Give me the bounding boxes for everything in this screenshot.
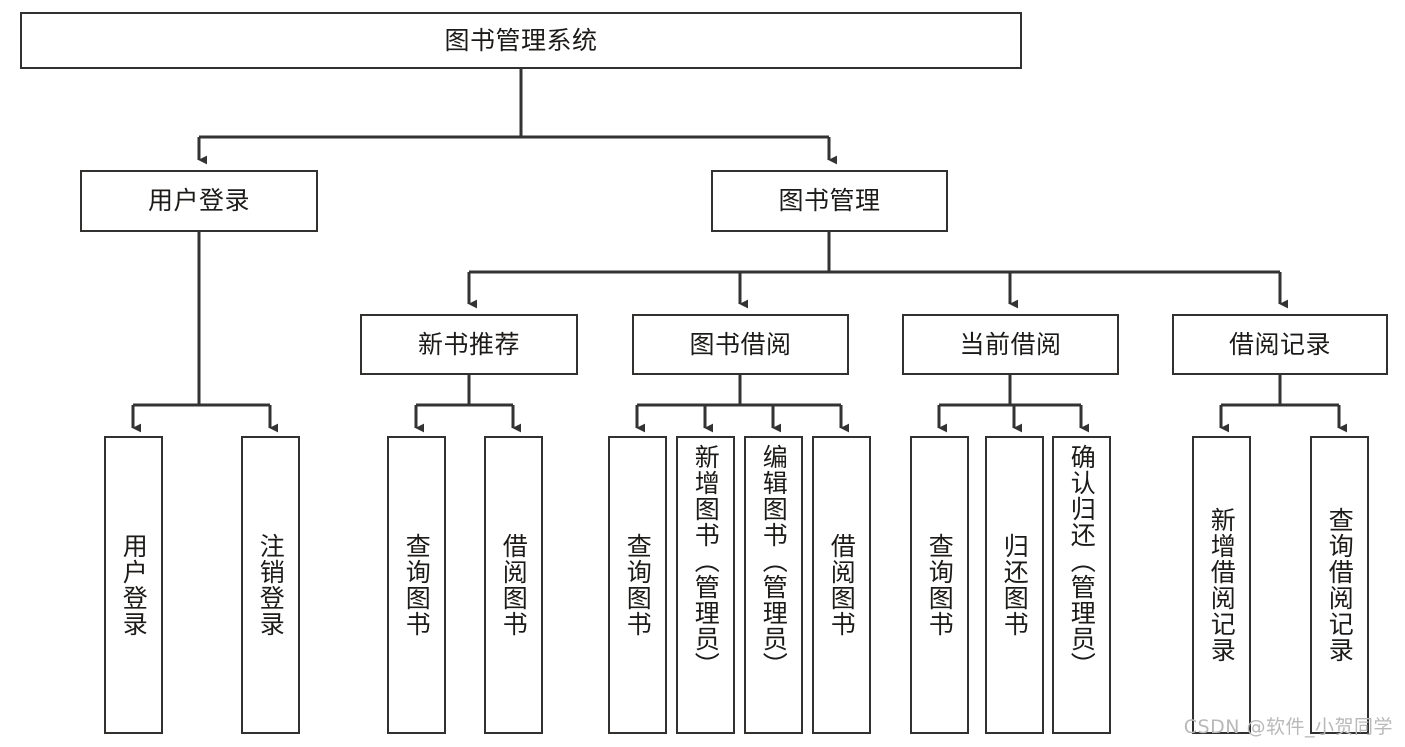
node-leaf-return-book-label: 归还图书 [1000,533,1030,637]
node-leaf-logout-login-label: 注销登录 [256,533,286,637]
watermark-text: CSDN @软件_小贺同学 [1183,716,1393,738]
node-leaf-add-book-admin[interactable]: 新增图书（管理员） [676,436,735,734]
node-root-label: 图书管理系统 [444,25,598,55]
node-user-login-label: 用户登录 [147,186,250,216]
node-root[interactable]: 图书管理系统 [20,12,1022,69]
node-leaf-query-book-rec-label: 查询图书 [402,533,432,637]
node-leaf-edit-book-admin-label: 编辑图书（管理员） [759,444,789,678]
node-leaf-user-login-label: 用户登录 [119,533,149,637]
node-book-manage-label: 图书管理 [778,186,881,216]
node-leaf-add-borrow-record[interactable]: 新增借阅记录 [1192,436,1251,734]
node-new-book-recommend[interactable]: 新书推荐 [360,314,578,375]
node-book-borrow[interactable]: 图书借阅 [632,314,849,375]
node-leaf-query-borrow-record[interactable]: 查询借阅记录 [1310,436,1369,734]
node-borrow-record-label: 借阅记录 [1228,329,1331,359]
node-leaf-query-borrow-record-label: 查询借阅记录 [1325,507,1355,663]
node-leaf-add-borrow-record-label: 新增借阅记录 [1207,507,1237,663]
node-book-manage[interactable]: 图书管理 [711,170,948,232]
node-leaf-add-book-admin-label: 新增图书（管理员） [691,444,721,678]
node-leaf-edit-book-admin[interactable]: 编辑图书（管理员） [744,436,803,734]
node-leaf-borrow-book[interactable]: 借阅图书 [812,436,871,734]
node-leaf-confirm-return-admin[interactable]: 确认归还（管理员） [1052,436,1111,734]
node-leaf-return-book[interactable]: 归还图书 [985,436,1044,734]
node-leaf-borrow-book-label: 借阅图书 [827,533,857,637]
node-current-borrow-label: 当前借阅 [959,329,1062,359]
node-leaf-query-book-borrow-label: 查询图书 [623,533,653,637]
node-user-login[interactable]: 用户登录 [80,170,318,232]
node-new-book-recommend-label: 新书推荐 [417,329,520,359]
node-leaf-confirm-return-admin-label: 确认归还（管理员） [1067,444,1097,678]
node-leaf-logout-login[interactable]: 注销登录 [241,436,300,734]
node-leaf-borrow-book-rec-label: 借阅图书 [499,533,529,637]
node-leaf-query-book-borrow[interactable]: 查询图书 [608,436,667,734]
node-book-borrow-label: 图书借阅 [689,329,792,359]
node-leaf-query-book-current-label: 查询图书 [925,533,955,637]
node-leaf-borrow-book-rec[interactable]: 借阅图书 [484,436,543,734]
node-current-borrow[interactable]: 当前借阅 [902,314,1119,375]
node-leaf-query-book-rec[interactable]: 查询图书 [387,436,446,734]
node-leaf-query-book-current[interactable]: 查询图书 [910,436,969,734]
node-leaf-user-login[interactable]: 用户登录 [104,436,163,734]
node-borrow-record[interactable]: 借阅记录 [1172,314,1388,375]
